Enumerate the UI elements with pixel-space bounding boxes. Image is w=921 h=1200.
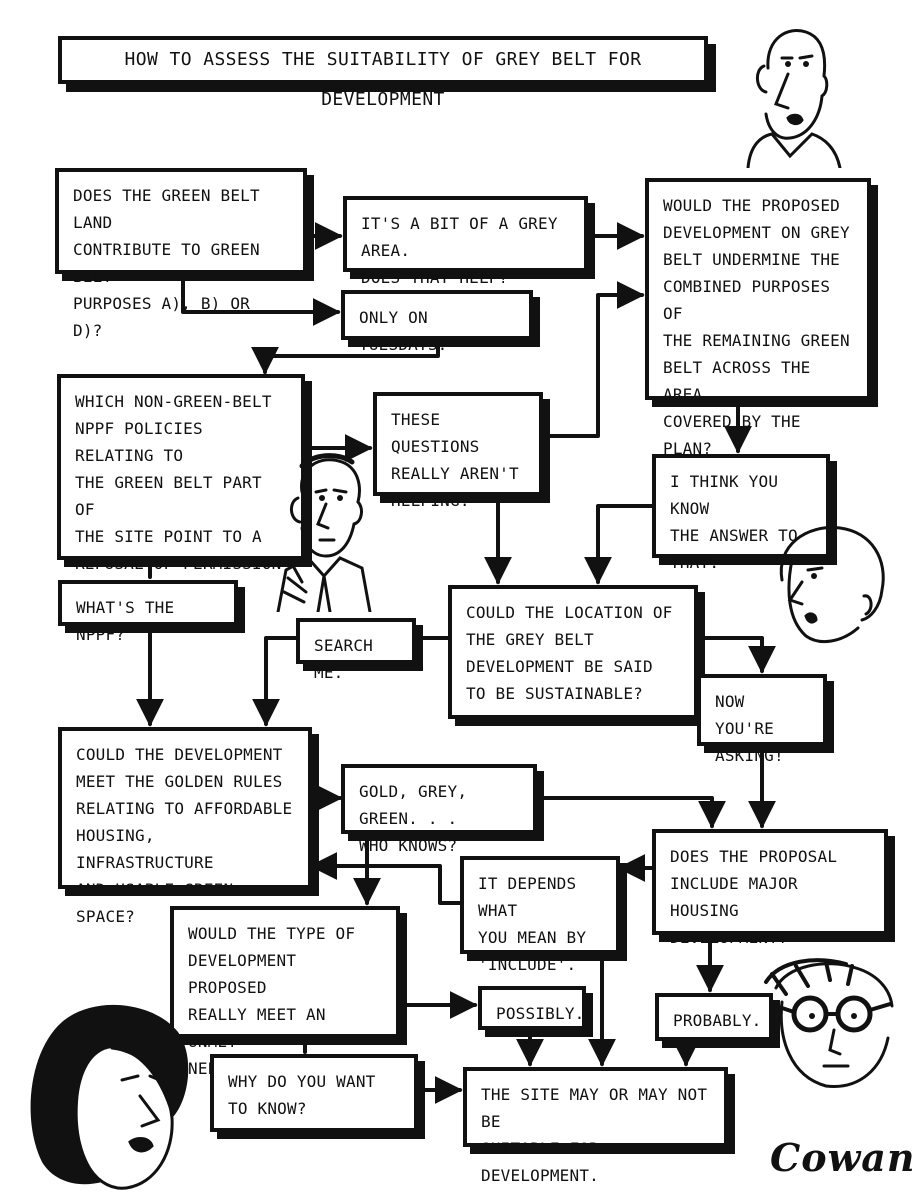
answer-know-the-answer: I THINK YOU KNOW THE ANSWER TO THAT.	[652, 454, 830, 572]
question-undermine-purposes: WOULD THE PROPOSED DEVELOPMENT ON GREY B…	[645, 178, 871, 458]
answer-search-me: SEARCH ME.	[296, 618, 416, 682]
answer-only-on-tuesdays: ONLY ON TUESDAYS.	[341, 290, 533, 354]
answer-probably: PROBABLY.	[655, 993, 773, 1041]
answer-it-depends: IT DEPENDS WHAT YOU MEAN BY 'INCLUDE'.	[460, 856, 620, 974]
answer-now-youre-asking: NOW YOU'RE ASKING!	[697, 674, 827, 765]
curly-haired-woman-face-illustration	[30, 1004, 189, 1190]
answer-not-helping: THESE QUESTIONS REALLY AREN'T HELPING.	[373, 392, 543, 510]
answer-grey-area: IT'S A BIT OF A GREY AREA. DOES THAT HEL…	[343, 196, 588, 287]
result-may-or-may-not-be-suitable: THE SITE MAY OR MAY NOT BE SUITABLE FOR …	[463, 1067, 728, 1185]
question-whats-the-nppf: WHAT'S THE NPPF?	[58, 580, 238, 644]
answer-why-do-you-want-to-know: WHY DO YOU WANT TO KNOW?	[210, 1054, 418, 1132]
question-major-housing: DOES THE PROPOSAL INCLUDE MAJOR HOUSING …	[652, 829, 888, 947]
question-nppf-policies: WHICH NON-GREEN-BELT NPPF POLICIES RELAT…	[57, 374, 305, 600]
woman-face-illustration	[779, 526, 885, 644]
artist-signature: Cowan	[770, 1135, 916, 1180]
answer-gold-grey-green: GOLD, GREY, GREEN. . . WHO KNOWS?	[341, 764, 537, 855]
diagram-title: HOW TO ASSESS THE SUITABILITY OF GREY BE…	[58, 36, 708, 110]
man-with-glasses-face-illustration	[764, 958, 894, 1088]
question-location-sustainable: COULD THE LOCATION OF THE GREY BELT DEVE…	[448, 585, 698, 719]
question-unmet-need: WOULD THE TYPE OF DEVELOPMENT PROPOSED R…	[170, 906, 400, 1078]
question-green-belt-purposes: DOES THE GREEN BELT LAND CONTRIBUTE TO G…	[55, 168, 307, 340]
question-golden-rules: COULD THE DEVELOPMENT MEET THE GOLDEN RU…	[58, 727, 312, 926]
bald-man-face-illustration	[746, 29, 842, 168]
man-in-tie-face-illustration	[276, 453, 372, 612]
answer-possibly: POSSIBLY.	[478, 986, 586, 1030]
